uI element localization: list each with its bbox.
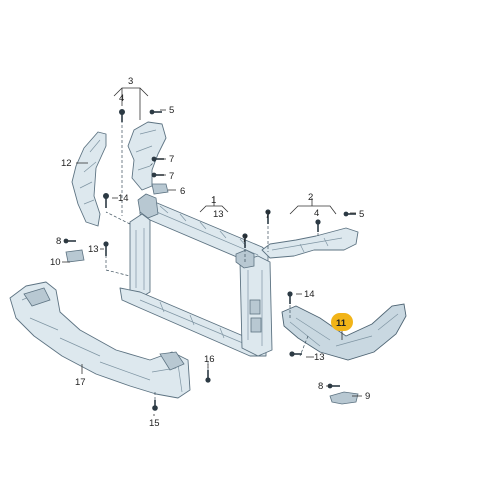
callout-12: 12 [61, 158, 72, 169]
bolt-15 [152, 400, 158, 411]
bolt-13-left [103, 241, 109, 256]
callout-6: 6 [180, 186, 185, 197]
bolt-7-right [265, 209, 271, 224]
bolt-7-center [242, 233, 248, 248]
callout-13-center: 13 [213, 209, 224, 220]
bolt-13-right [289, 351, 302, 357]
leader-lines [62, 87, 362, 416]
callout-7-center: 7 [242, 234, 247, 245]
callout-3-top: 3 [128, 76, 133, 87]
callout-14-left: 14 [118, 193, 129, 204]
side-member-left [71, 131, 107, 227]
bracket-6 [151, 183, 169, 195]
callout-8-left: 8 [56, 236, 61, 247]
screw-5-right [343, 211, 356, 217]
callout-11: 11 [336, 318, 347, 329]
callout-7-right: 7 [265, 210, 270, 221]
callout-labels: 3 4 5 7 7 6 12 14 1 13 2 4 5 7 7 8 13 10… [50, 76, 370, 429]
callout-16: 16 [204, 354, 215, 365]
callout-2: 2 [308, 192, 313, 203]
callout-4-right: 4 [314, 208, 319, 219]
callout-14-right: 14 [304, 289, 315, 300]
bolt-4-top [119, 109, 125, 122]
bumper-carrier [9, 281, 191, 399]
air-deflector-right [281, 303, 407, 361]
callout-7-a: 7 [169, 154, 174, 165]
callout-7-b: 7 [169, 171, 174, 182]
callout-11-highlight [331, 313, 353, 331]
screw-5-top [149, 109, 162, 115]
bolt-14-right [287, 291, 293, 304]
callout-13-left: 13 [88, 244, 99, 255]
bolt-16 [205, 370, 211, 383]
lock-carrier-frame [119, 193, 273, 357]
callout-13-right: 13 [314, 352, 325, 363]
callout-1: 1 [211, 195, 216, 206]
callout-8-right: 8 [318, 381, 323, 392]
callout-4-top: 4 [119, 93, 124, 104]
fasteners [63, 109, 356, 411]
callout-5-top: 5 [169, 105, 174, 116]
bolt-4-right [315, 219, 321, 232]
bracket-9 [329, 391, 359, 405]
callout-10: 10 [50, 257, 61, 268]
upper-bracket-right [261, 227, 359, 259]
callout-17: 17 [75, 377, 86, 388]
callout-9: 9 [365, 391, 370, 402]
upper-bracket-left [127, 121, 167, 191]
bolt-14-left [103, 193, 109, 208]
callout-15: 15 [149, 418, 160, 429]
bracket-10 [65, 249, 85, 263]
callout-5-right: 5 [359, 209, 364, 220]
